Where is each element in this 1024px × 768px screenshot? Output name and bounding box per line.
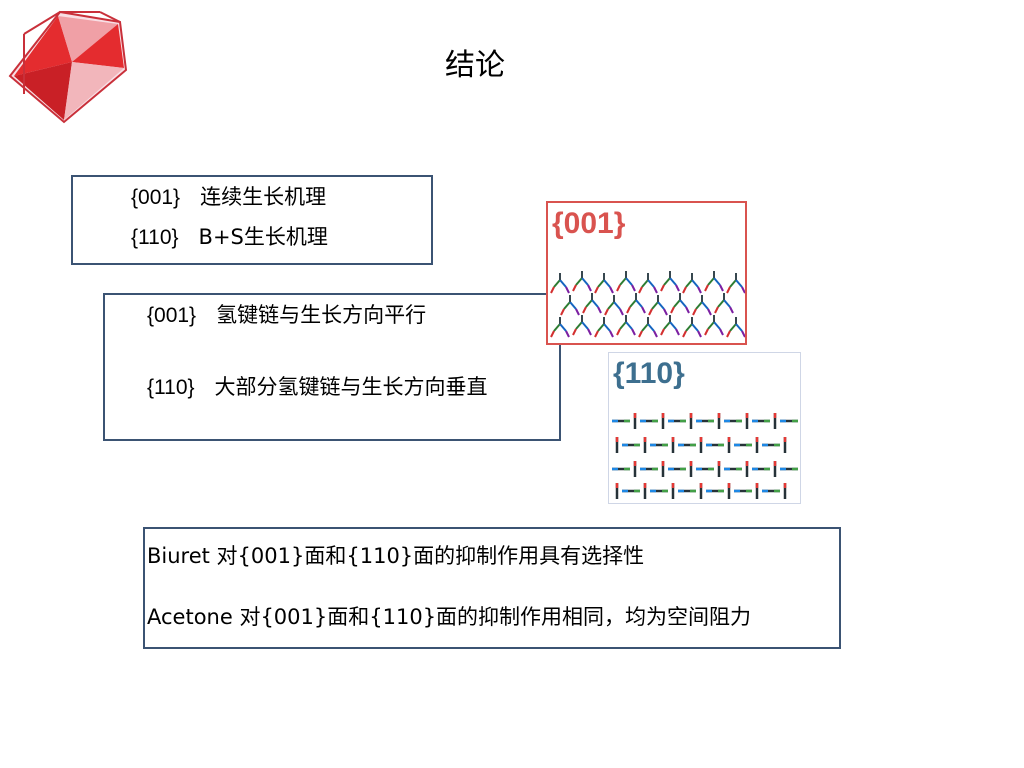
inhibition-summary-box: Biuret 对{001}面和{110}面的抑制作用具有选择性 Acetone … (143, 527, 841, 649)
biuret-line: Biuret 对{001}面和{110}面的抑制作用具有选择性 (147, 544, 645, 568)
molecular-packing-001-image (550, 270, 745, 338)
hbond-text: 氢键链与生长方向平行 (216, 303, 427, 327)
crystal-face-110-figure: {110} (608, 352, 801, 504)
mechanism-text: B+S生长机理 (198, 225, 328, 249)
mechanism-line-110: {110} B+S生长机理 (131, 223, 328, 252)
hbond-text: 大部分氢键链与生长方向垂直 (214, 375, 488, 399)
logo-crystal-cube-icon (0, 4, 132, 126)
growth-mechanism-box: {001} 连续生长机理 {110} B+S生长机理 (71, 175, 433, 265)
figure-label-110: {110} (613, 357, 685, 390)
face-code: {110} (147, 376, 195, 399)
mechanism-text: 连续生长机理 (200, 185, 327, 209)
hydrogen-bond-box: {001} 氢键链与生长方向平行 {110} 大部分氢键链与生长方向垂直 (103, 293, 561, 441)
hbond-line-001: {001} 氢键链与生长方向平行 (147, 301, 426, 330)
acetone-line: Acetone 对{001}面和{110}面的抑制作用相同，均为空间阻力 (147, 605, 752, 629)
figure-label-001: {001} (552, 207, 626, 240)
hbond-line-110: {110} 大部分氢键链与生长方向垂直 (147, 373, 488, 402)
crystal-face-001-figure: {001} (546, 201, 747, 345)
slide-title: 结论 (445, 48, 505, 83)
molecular-packing-110-image (610, 411, 800, 501)
face-code: {001} (147, 304, 197, 327)
mechanism-line-001: {001} 连续生长机理 (131, 183, 326, 212)
face-code: {110} (131, 226, 179, 249)
face-code: {001} (131, 186, 181, 209)
